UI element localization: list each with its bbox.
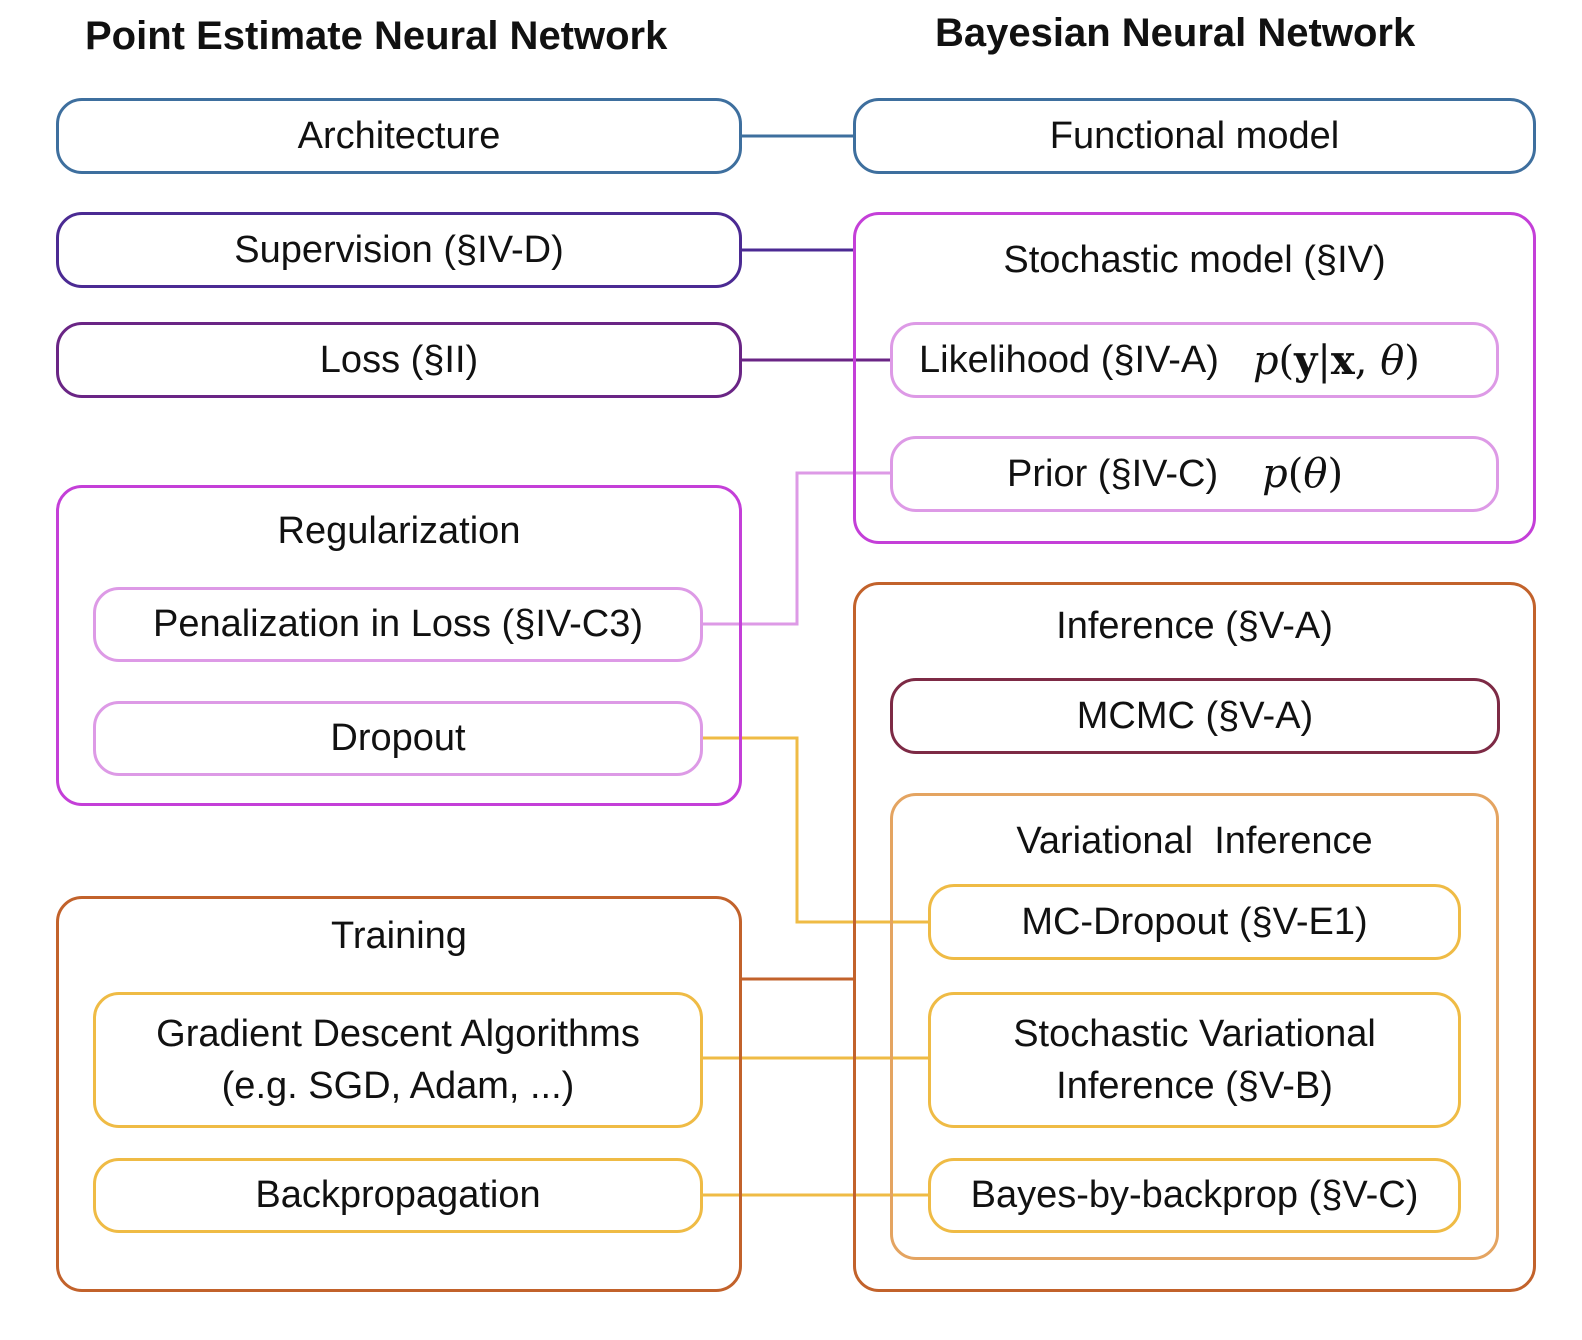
prior-formula: p(θ) (1262, 451, 1343, 497)
likelihood-formula-close-paren: ) (1404, 337, 1420, 384)
penalization-box: Penalization in Loss (§IV-C3) (93, 587, 703, 662)
likelihood-formula-y: y (1294, 336, 1318, 384)
gradient-descent-line1: Gradient Descent Algorithms (156, 1013, 640, 1055)
gradient-descent-line2: (e.g. SGD, Adam, ...) (221, 1065, 575, 1107)
likelihood-formula-open-paren: ( (1278, 337, 1295, 384)
likelihood-formula: p(y|x, θ) (1253, 337, 1420, 384)
prior-formula-p: p (1262, 451, 1288, 497)
loss-label: Loss (§II) (319, 338, 479, 381)
prior-box: Prior (§IV-C) p(θ) (890, 436, 1499, 512)
likelihood-formula-bar: | (1317, 337, 1331, 384)
left-column-title: Point Estimate Neural Network (85, 14, 668, 58)
mc-dropout-box: MC-Dropout (§V-E1) (928, 884, 1461, 960)
prior-formula-close-paren: ) (1327, 451, 1344, 497)
architecture-label: Architecture (297, 114, 501, 157)
svi-line1: Stochastic Variational (1013, 1013, 1376, 1055)
functional-model-label: Functional model (1049, 114, 1340, 157)
stochastic-model-title: Stochastic model (§IV) (1003, 239, 1386, 281)
stochastic-model-group: Stochastic model (§IV) (853, 212, 1536, 544)
likelihood-formula-x: x (1330, 336, 1355, 384)
prior-formula-theta: θ (1303, 451, 1328, 497)
loss-box: Loss (§II) (56, 322, 742, 398)
likelihood-formula-p: p (1252, 337, 1279, 384)
inference-group: Inference (§V-A) (853, 582, 1536, 1292)
svi-line2: Inference (§V-B) (1056, 1065, 1333, 1107)
regularization-group: Regularization (56, 485, 742, 806)
backpropagation-label: Backpropagation (255, 1174, 541, 1216)
penalization-label: Penalization in Loss (§IV-C3) (152, 603, 644, 645)
dropout-label: Dropout (330, 717, 466, 759)
dropout-box: Dropout (93, 701, 703, 776)
variational-inference-title: Variational Inference (1016, 820, 1373, 862)
inference-title: Inference (§V-A) (1056, 605, 1333, 647)
functional-model-box: Functional model (853, 98, 1536, 174)
likelihood-label: Likelihood (§IV-A) (919, 338, 1219, 381)
backpropagation-box: Backpropagation (93, 1158, 703, 1233)
mcmc-label: MCMC (§V-A) (1076, 694, 1314, 737)
regularization-title: Regularization (277, 510, 521, 552)
prior-formula-open-paren: ( (1287, 451, 1304, 497)
likelihood-formula-comma: , (1354, 337, 1381, 384)
training-group: Training (56, 896, 742, 1292)
mcmc-box: MCMC (§V-A) (890, 678, 1500, 754)
connector-penalization-prior (703, 471, 892, 626)
training-title: Training (331, 915, 467, 957)
connector-dropout-mcdropout (703, 736, 930, 924)
prior-label: Prior (§IV-C) (1007, 452, 1219, 495)
bayes-by-backprop-label: Bayes-by-backprop (§V-C) (970, 1174, 1419, 1216)
svi-box: Stochastic Variational Inference (§V-B) (928, 992, 1461, 1128)
right-column-title: Bayesian Neural Network (935, 11, 1416, 55)
bayes-by-backprop-box: Bayes-by-backprop (§V-C) (928, 1158, 1461, 1233)
gradient-descent-box: Gradient Descent Algorithms (e.g. SGD, A… (93, 992, 703, 1128)
supervision-label: Supervision (§IV-D) (234, 228, 564, 271)
mc-dropout-label: MC-Dropout (§V-E1) (1021, 900, 1368, 943)
likelihood-formula-theta: θ (1380, 337, 1405, 384)
supervision-box: Supervision (§IV-D) (56, 212, 742, 288)
likelihood-box: Likelihood (§IV-A) p(y|x, θ) (890, 322, 1499, 398)
variational-inference-group: Variational Inference (890, 793, 1499, 1260)
architecture-box: Architecture (56, 98, 742, 174)
